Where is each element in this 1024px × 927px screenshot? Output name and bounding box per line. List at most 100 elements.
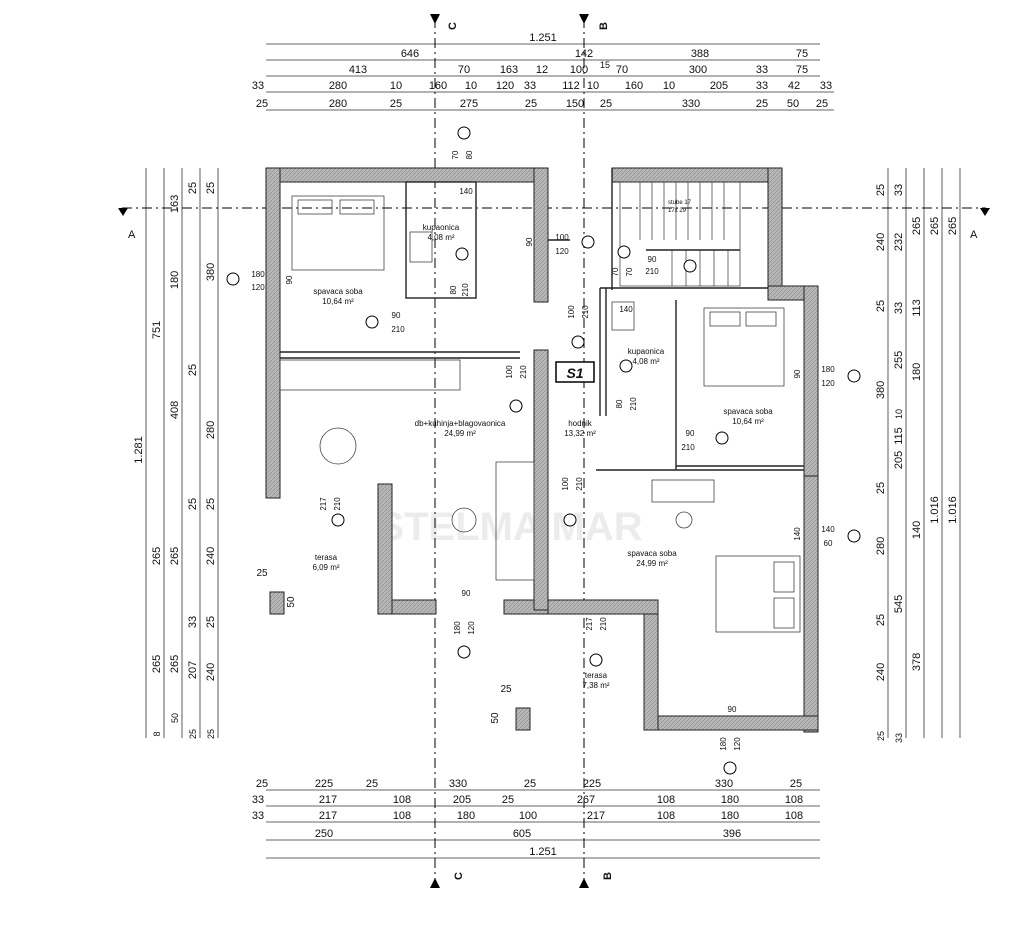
dim-left-c2-3: 8: [152, 731, 162, 736]
interior-walls: [280, 168, 804, 471]
dim-left-c5-0: 25: [205, 182, 217, 194]
dim-top-r3-1: 70: [458, 64, 470, 76]
op-w-bed1-side: 90: [285, 275, 294, 284]
dim-right-c4-0: 265: [929, 217, 941, 235]
op-d-stair-b: 70: [625, 267, 634, 276]
section-mark-b-bottom: B: [602, 872, 614, 880]
op-w-hall-b: 120: [555, 247, 569, 256]
dim-left-c4-5: 25: [188, 729, 198, 739]
dim-left-c3-2: 408: [169, 401, 181, 419]
top-dimensions: 1.251 646 142 388 75 15 413 70 163 12 10…: [252, 32, 832, 110]
section-lines: [122, 18, 986, 885]
dim-top-r2-1: 142: [575, 48, 593, 60]
dim-bot-r1-4: 25: [524, 778, 536, 790]
dim-left-c5-1: 380: [205, 263, 217, 281]
dim-left-c5-4: 240: [205, 547, 217, 565]
op-d-bath1-b: 210: [461, 283, 470, 297]
stair-label-2: 17x 29: [668, 208, 687, 214]
room-hall-name: hodnik: [568, 419, 593, 428]
dim-top-r3-4: 100: [570, 64, 588, 76]
section-label: S1: [566, 365, 583, 381]
op-w-hall-side: 90: [525, 237, 534, 246]
dim-top-r3-5: 70: [616, 64, 628, 76]
dim-bot-r3-7: 180: [721, 810, 739, 822]
op-d-stair-d: 210: [645, 267, 659, 276]
dim-left-c3-4: 265: [169, 655, 181, 673]
dim-bot-r2-7: 180: [721, 794, 739, 806]
section-mark-a-left: A: [128, 229, 136, 241]
staircase: [619, 181, 741, 287]
dim-top-r4-14: 33: [820, 80, 832, 92]
room-bed1-name: spavaca soba: [313, 287, 363, 296]
op-d-stair-a: 70: [611, 267, 620, 276]
dim-left-c4-0: 25: [187, 182, 199, 194]
dim-bot-r1-3: 330: [449, 778, 467, 790]
section-mark-a-right: A: [970, 229, 978, 241]
op-w-bath1-a: 70: [451, 150, 460, 159]
op-d-bath2-a: 80: [615, 399, 624, 408]
dim-bot-r3-0: 33: [252, 810, 264, 822]
dim-top-r5-10: 25: [816, 98, 828, 110]
dim-bot-r2-4: 25: [502, 794, 514, 806]
dim-bot-r2-2: 108: [393, 794, 411, 806]
room-terrace1-area: 6,09 m²: [312, 563, 339, 572]
dim-top-r3-0: 413: [349, 64, 367, 76]
section-arrows: [118, 14, 990, 888]
dim-right-c4-1: 1.016: [929, 496, 941, 524]
dim-bot-r1-5: 225: [583, 778, 601, 790]
dim-right-c5-0: 265: [947, 217, 959, 235]
op-d-terr1-b: 210: [333, 497, 342, 511]
dim-top-r2-2: 388: [691, 48, 709, 60]
dim-left-c1-0: 1.281: [133, 436, 145, 464]
dim-top-r3-6: 300: [689, 64, 707, 76]
room-bed2-name: spavaca soba: [723, 407, 773, 416]
room-terrace1-name: terasa: [315, 553, 338, 562]
dim-bot-r2-1: 217: [319, 794, 337, 806]
dim-right-c1-8: 25: [876, 731, 886, 741]
dim-left-c2-0: 751: [151, 321, 163, 339]
op-w-terr1: 90: [462, 589, 471, 598]
op-d-kitchen-a: 100: [505, 365, 514, 379]
opening-labels: 180 120 90 90 210 70 80 140 80 210 100 1…: [251, 150, 835, 751]
dim-bot-r2-3: 205: [453, 794, 471, 806]
dim-right-c2-3: 255: [893, 351, 905, 369]
op-w-bed3b-b: 120: [733, 737, 742, 751]
dim-top-r4-6: 33: [524, 80, 536, 92]
dim-bot-r1-6: 330: [715, 778, 733, 790]
dim-right-c1-0: 25: [875, 184, 887, 196]
op-w-bed3-b: 60: [824, 539, 833, 548]
op-d-hall-a: 100: [567, 305, 576, 319]
op-w-bed1-a: 180: [251, 270, 265, 279]
dim-top-r4-13: 42: [788, 80, 800, 92]
dim-right-c3-4: 378: [911, 653, 923, 671]
kitchen-counter: [279, 359, 461, 391]
room-bed3-area: 24,99 m²: [636, 559, 668, 568]
dim-right-c2-7: 545: [893, 595, 905, 613]
op-w-bed2-side: 90: [793, 369, 802, 378]
dim-right-c3-2: 180: [911, 363, 923, 381]
dim-bot-r4-2: 396: [723, 828, 741, 840]
dim-top-r4-7: 112: [562, 80, 580, 92]
dimension-lines: [145, 43, 961, 859]
dim-right-c2-1: 232: [893, 233, 905, 251]
room-bath1-name: kupaonica: [423, 223, 460, 232]
dim-left-c5-5: 25: [205, 616, 217, 628]
op-d-terr2-b: 210: [599, 617, 608, 631]
bed-3: [715, 555, 801, 633]
op-d-bed1-a: 90: [392, 311, 401, 320]
terr2-dim-a: 25: [500, 684, 512, 695]
op-w-bed2-a: 180: [821, 365, 835, 374]
section-label-box: [555, 361, 595, 383]
room-bath2-name: kupaonica: [628, 347, 665, 356]
dim-right-c3-0: 265: [911, 217, 923, 235]
terr2-dim-b: 50: [490, 712, 501, 724]
dim-bot-r5-0: 1.251: [529, 846, 557, 858]
op-d-bed3-b: 210: [575, 477, 584, 491]
dim-right-c2-2: 33: [893, 302, 905, 314]
stair-label-1: stube 17: [668, 200, 692, 206]
bottom-dimensions: 25 225 25 330 25 225 330 25 33 217 108 2…: [252, 778, 803, 858]
dim-left-c4-4: 207: [187, 661, 199, 679]
op-d-bath2-b: 210: [629, 397, 638, 411]
op-d-terr1-a: 217: [319, 497, 328, 511]
dim-left-c5-2: 280: [205, 421, 217, 439]
